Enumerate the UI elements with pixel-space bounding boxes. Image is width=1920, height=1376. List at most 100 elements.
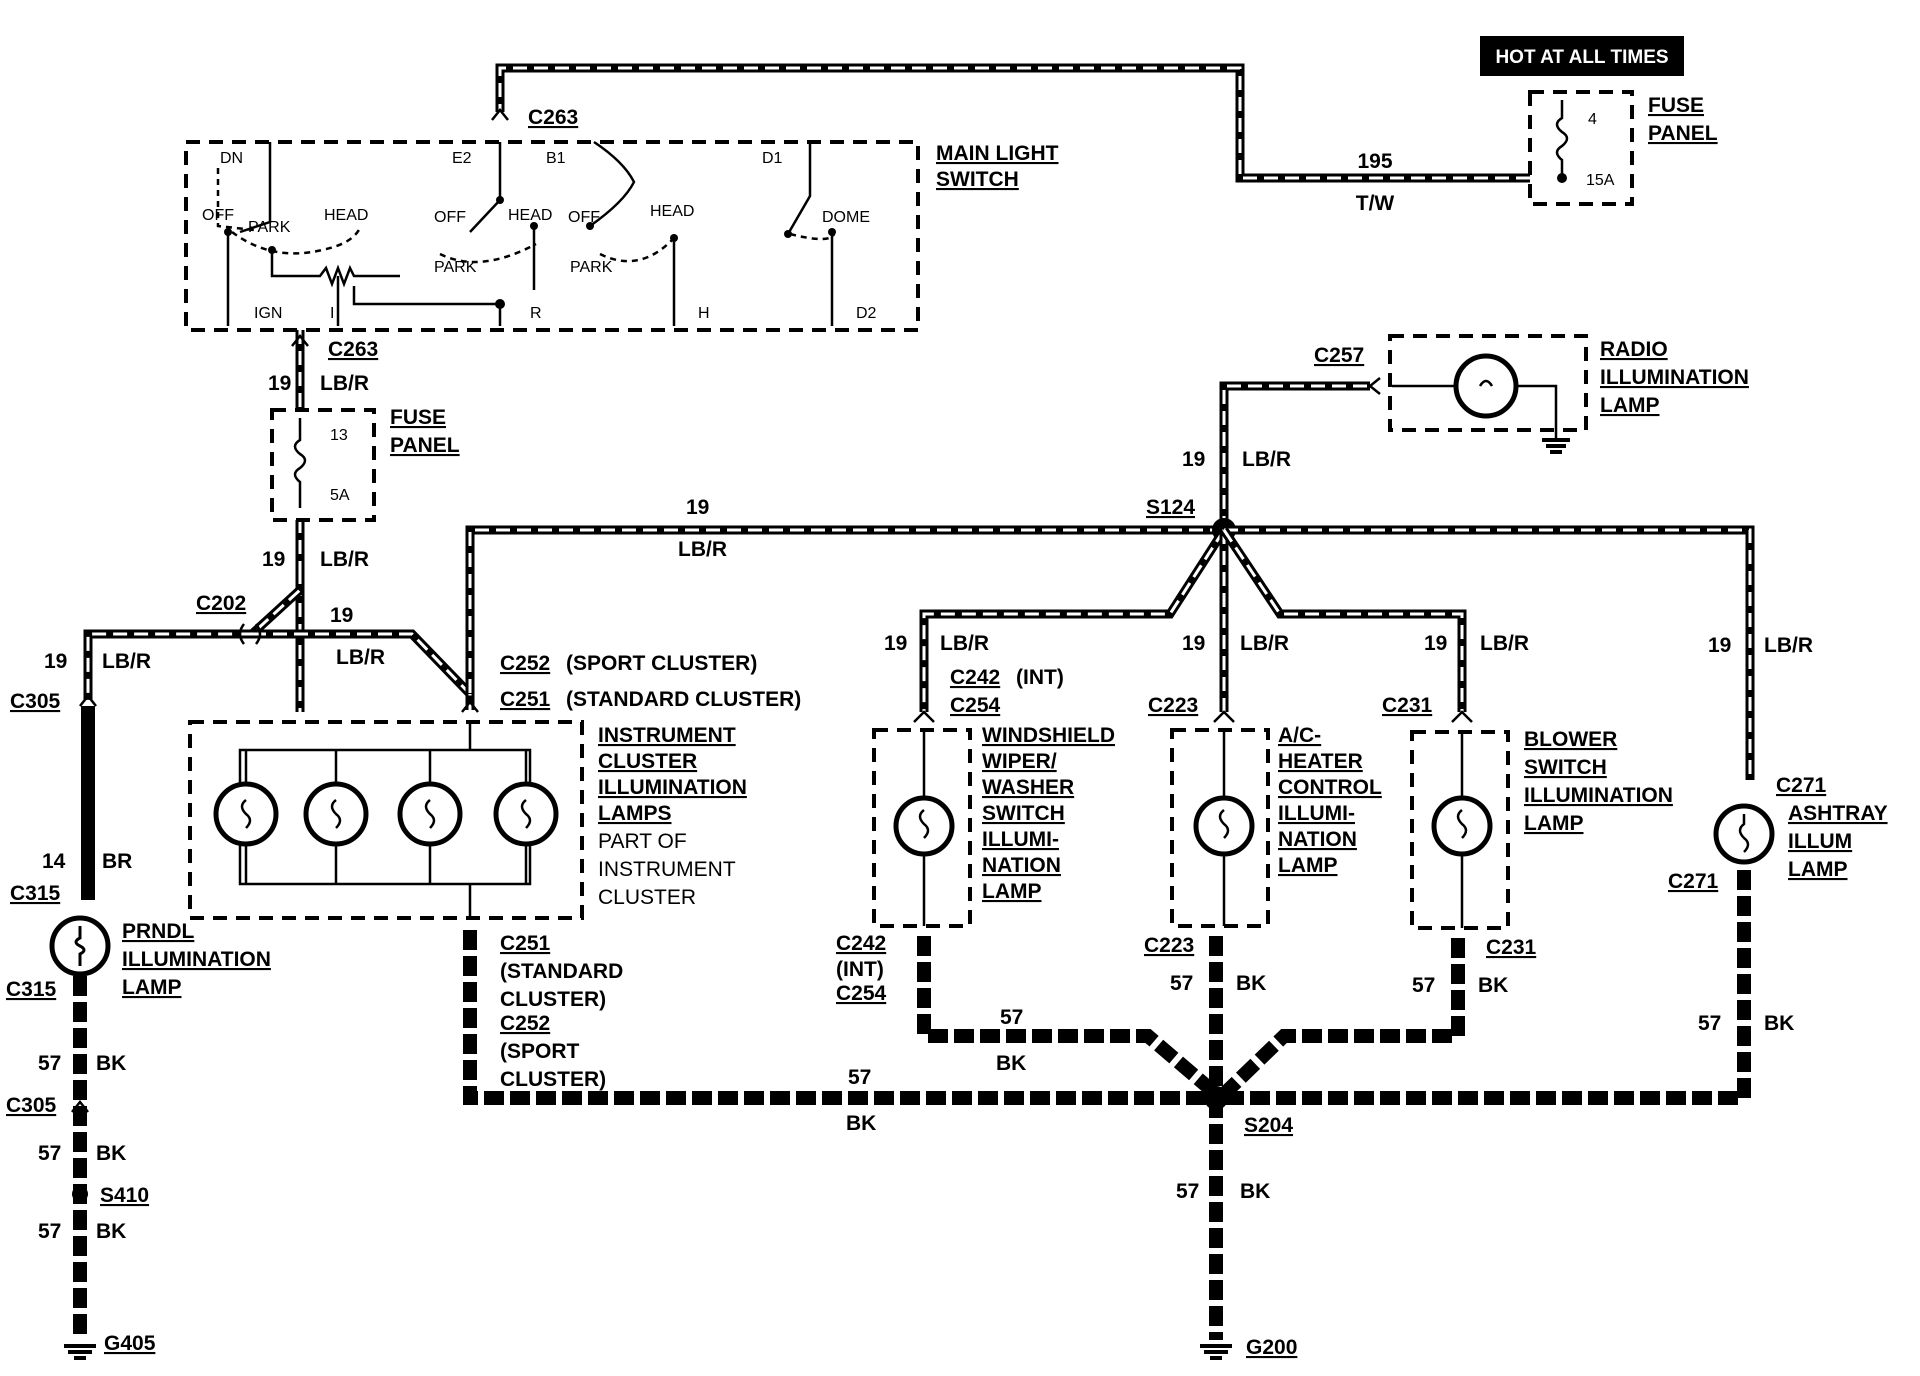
wire-19-num-a: 19 (268, 372, 291, 395)
wire-57-ashtray-ground (1224, 870, 1751, 1105)
wire-19-to-blower (1220, 527, 1467, 712)
wire-195-color: T/W (1356, 192, 1395, 215)
ac-label-1: A/C- (1278, 724, 1321, 747)
wire-19-s124-to-cluster-stripe (468, 528, 1224, 694)
radio-lamp-bulb (1453, 353, 1519, 419)
wire-19-num-g: 19 (884, 632, 907, 655)
wire-57-color-c: BK (96, 1220, 126, 1243)
ashtray-label-1: ASHTRAY (1788, 802, 1888, 825)
wire-57-num-g: 57 (1412, 974, 1435, 997)
blower-label-4: LAMP (1524, 812, 1584, 835)
c305-top-label: C305 (10, 690, 61, 713)
wire-57-num-i: 57 (1176, 1180, 1199, 1203)
wire-19-num-c: 19 (330, 604, 353, 627)
wire-19-to-blower-stripe (1222, 529, 1464, 712)
wire-57-num-b: 57 (38, 1142, 61, 1165)
c305-top-connector (79, 693, 97, 707)
cluster-lamp-1 (213, 750, 279, 884)
wire-57-num-f: 57 (1170, 972, 1193, 995)
wire-19-color-f: LB/R (1242, 448, 1291, 471)
main-light-switch-nodes (224, 196, 836, 309)
wire-57-wiper-ground (917, 936, 1221, 1100)
radio-lamp-label-2: ILLUMINATION (1600, 366, 1749, 389)
wire-19-color-e: LB/R (678, 538, 727, 561)
cluster-part-3: CLUSTER (598, 886, 696, 909)
blower-lamp-bulb (1431, 795, 1493, 857)
radio-lamp-box (1388, 334, 1588, 432)
wire-57-color-i: BK (1240, 1180, 1270, 1203)
instrument-cluster-box (188, 720, 584, 920)
ashtray-label-3: LAMP (1788, 858, 1848, 881)
cluster-bus (238, 722, 532, 918)
fuse-mid-number: 13 (330, 427, 348, 444)
wire-57-num-d: 57 (1000, 1006, 1023, 1029)
wire-57-color-h: BK (1764, 1012, 1794, 1035)
ac-label-2: HEATER (1278, 750, 1363, 773)
ac-top-connector (1213, 710, 1235, 723)
fuse-panel-top-box (1528, 90, 1634, 206)
g405-ground-icon (64, 1344, 96, 1360)
cluster-label-2: CLUSTER (598, 750, 697, 773)
wire-19-num-h: 19 (1182, 632, 1205, 655)
wiper-label-2: WIPER/ (982, 750, 1057, 773)
c202-label: C202 (196, 592, 246, 615)
switch-pos-park-2: PARK (434, 259, 477, 276)
fuse-panel-mid-title-2: PANEL (390, 434, 460, 457)
ac-lamp-box (1170, 728, 1270, 928)
fuse-top-node (1557, 173, 1567, 183)
c242-bottom-note: (INT) (836, 958, 884, 981)
wire-14-color: BR (102, 850, 132, 873)
c231-bottom-label: C231 (1486, 936, 1537, 959)
wire-57-color-f: BK (1236, 972, 1266, 995)
blower-label-3: ILLUMINATION (1524, 784, 1673, 807)
wire-57-color-d: BK (996, 1052, 1026, 1075)
switch-pin-e2: E2 (452, 150, 472, 167)
ac-label-6: LAMP (1278, 854, 1338, 877)
wire-57-color-e: BK (846, 1112, 876, 1135)
prndl-lamp-label-1: PRNDL (122, 920, 195, 943)
c315-bottom-label: C315 (6, 978, 57, 1001)
wire-19-num-j: 19 (1708, 634, 1731, 657)
fuse-mid-element (293, 418, 307, 508)
blower-lamp-filament (1456, 809, 1468, 839)
main-light-switch-box (184, 140, 920, 332)
main-light-switch-title-1: MAIN LIGHT (936, 142, 1059, 165)
ashtray-lamp-bulb (1713, 803, 1775, 865)
c223-bottom-label: C223 (1144, 934, 1194, 957)
wire-19-to-wiper-stripe (922, 529, 1226, 712)
wire-19-num-d: 19 (44, 650, 67, 673)
c315-top-label: C315 (10, 882, 61, 905)
wire-19-color-h: LB/R (1240, 632, 1289, 655)
switch-pin-i: I (330, 305, 334, 322)
blower-label-2: SWITCH (1524, 756, 1607, 779)
s410-splice (72, 1186, 88, 1202)
c305-bottom-connector (71, 1099, 89, 1113)
c242-top-label: C242 (950, 666, 1000, 689)
wire-19-color-g: LB/R (940, 632, 989, 655)
switch-pin-d1: D1 (762, 150, 783, 167)
wiper-lamp-bulb (893, 795, 955, 857)
ac-label-3: CONTROL (1278, 776, 1382, 799)
wire-19-num-e: 19 (686, 496, 709, 519)
wire-57-num-c: 57 (38, 1220, 61, 1243)
g405-label: G405 (104, 1332, 156, 1355)
switch-pos-off-3: OFF (568, 209, 600, 226)
blower-lamp-box (1410, 730, 1510, 930)
wire-57-num-e: 57 (848, 1066, 871, 1089)
wire-19-color-i: LB/R (1480, 632, 1529, 655)
switch-pos-head-1: HEAD (324, 207, 368, 224)
switch-pin-b1: B1 (546, 150, 566, 167)
cluster-label-4: LAMPS (598, 802, 672, 825)
fuse-top-number: 4 (1588, 111, 1597, 128)
wiper-lamp-filament (918, 809, 930, 839)
s204-label: S204 (1244, 1114, 1293, 1137)
c223-top-label: C223 (1148, 694, 1198, 717)
ashtray-label-2: ILLUM (1788, 830, 1852, 853)
ac-label-5: NATION (1278, 828, 1357, 851)
main-light-switch-internals (216, 140, 836, 326)
c271-top-label: C271 (1776, 774, 1827, 797)
wire-19-to-ashtray-stripe (1224, 528, 1752, 780)
switch-pos-off-2: OFF (434, 209, 466, 226)
ac-lamp-bulb (1193, 795, 1255, 857)
fuse-top-element (1555, 100, 1569, 178)
